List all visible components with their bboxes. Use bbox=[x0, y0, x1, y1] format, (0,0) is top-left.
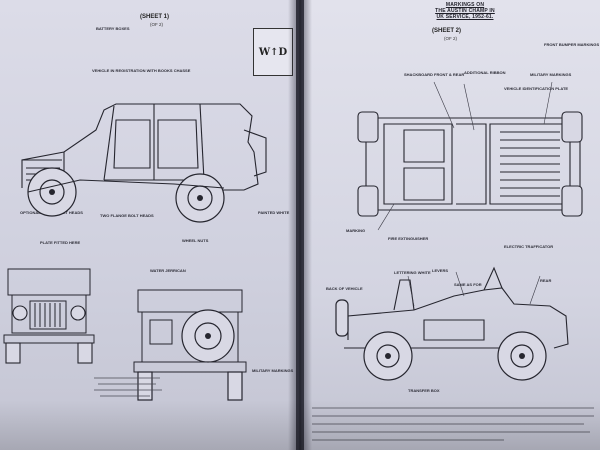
note-back-of-vehicle: BACK OF VEHICLE bbox=[326, 286, 363, 291]
left-page: (SHEET 1) (OF 2) W↑D BATTERY BOXES VEHIC… bbox=[0, 0, 296, 450]
note-additional-ribbon: ADDITIONAL RIBBON bbox=[464, 70, 506, 75]
right-page-drawings bbox=[312, 81, 594, 441]
vehicle-front-icon bbox=[3, 268, 95, 364]
vehicle-side-icon bbox=[21, 103, 267, 223]
note-trafficator: ELECTRIC TRAFFICATOR bbox=[504, 244, 554, 249]
note-identification-plate: VEHICLE IDENTIFICATION PLATE bbox=[504, 86, 569, 91]
header-line-2: THE AUSTIN CHAMP IN bbox=[435, 8, 495, 14]
header-line-1: MARKINGS ON bbox=[445, 2, 485, 8]
right-sheet-label: (SHEET 2) bbox=[432, 28, 462, 34]
note-wheel-nuts: WHEEL NUTS bbox=[182, 238, 209, 243]
note-painted-white: PAINTED WHITE bbox=[258, 210, 290, 215]
note-battery-boxes: BATTERY BOXES bbox=[96, 26, 130, 31]
note-shackboard: SHACKBOARD FRONT & REAR bbox=[404, 72, 465, 77]
wd-stamp-text: W↑D bbox=[258, 46, 288, 58]
right-sheet-sub: (OF 2) bbox=[444, 36, 457, 41]
note-marking: MARKING bbox=[346, 228, 366, 233]
note-transfer-box: TRANSFER BOX bbox=[408, 388, 440, 393]
right-page: MARKINGS ON THE AUSTIN CHAMP IN UK SERVI… bbox=[304, 0, 600, 450]
note-military-markings-right: MILITARY MARKINGS bbox=[530, 72, 572, 77]
vehicle-rear-icon bbox=[133, 289, 247, 401]
left-sheet-label: (SHEET 1) bbox=[140, 14, 170, 20]
note-levers: LEVERS bbox=[432, 268, 449, 273]
note-rear: REAR bbox=[540, 278, 552, 283]
wd-stamp: W↑D bbox=[253, 28, 293, 76]
right-page-header: MARKINGS ON THE AUSTIN CHAMP IN UK SERVI… bbox=[410, 2, 520, 20]
vehicle-top-icon bbox=[365, 117, 581, 211]
header-line-3: UK SERVICE, 1952-61. bbox=[436, 14, 494, 20]
left-footnote-block bbox=[94, 377, 162, 397]
left-sheet-sub: (OF 2) bbox=[150, 22, 163, 27]
note-plate-fitted: PLATE FITTED HERE bbox=[40, 240, 81, 245]
note-front-bumper: FRONT BUMPER MARKINGS bbox=[544, 42, 600, 47]
note-lettering: LETTERING WHITE bbox=[394, 270, 431, 275]
book-gutter bbox=[288, 0, 312, 450]
note-same-as-for: SAME AS FOR bbox=[454, 282, 482, 287]
note-water-jerrican: WATER JERRICAN bbox=[150, 268, 186, 273]
note-military-markings: MILITARY MARKINGS bbox=[252, 368, 294, 373]
note-registration: VEHICLE IN REGISTRATION WITH BOOKS CHASS… bbox=[92, 68, 191, 73]
note-flange-bolts: TWO FLANGE BOLT HEADS bbox=[100, 213, 154, 218]
note-fire-extinguisher: FIRE EXTINGUISHER bbox=[388, 236, 429, 241]
